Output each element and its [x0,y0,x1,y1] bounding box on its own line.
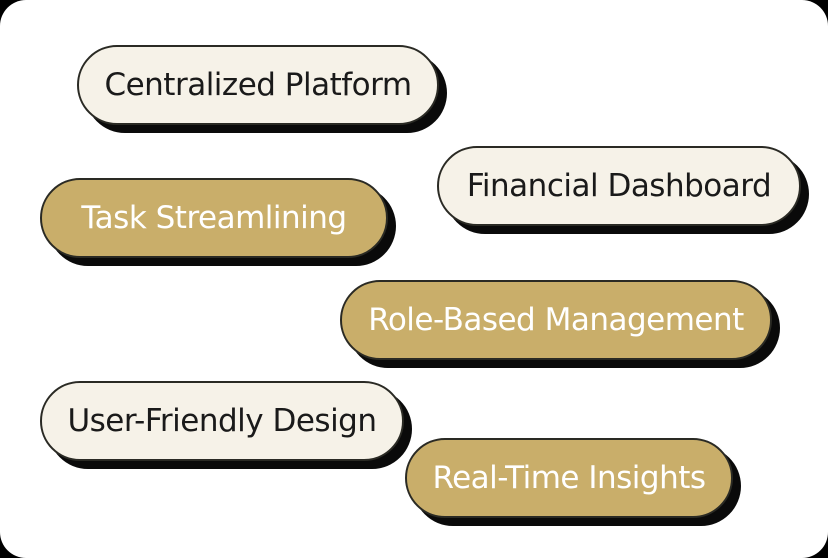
pill-label: Centralized Platform [104,67,412,103]
pill-role-based-management: Role-Based Management [340,280,772,360]
pill-financial-dashboard: Financial Dashboard [437,146,801,226]
pill-label: Real-Time Insights [432,460,706,496]
pill-label: User-Friendly Design [67,403,377,439]
pill-user-friendly-design: User-Friendly Design [40,381,404,461]
pill-label: Task Streamlining [81,200,347,236]
pill-label: Financial Dashboard [466,168,772,204]
pill-task-streamlining: Task Streamlining [40,178,388,258]
pill-centralized-platform: Centralized Platform [77,45,439,125]
pill-real-time-insights: Real-Time Insights [405,438,733,518]
pill-label: Role-Based Management [368,302,744,338]
